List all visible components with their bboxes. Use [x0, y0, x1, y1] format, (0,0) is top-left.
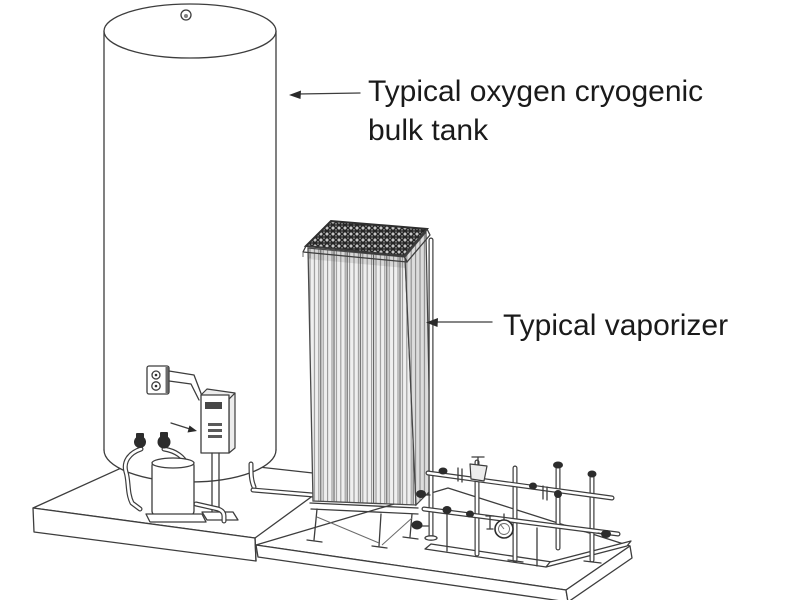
bulk-tank-label-line1: Typical oxygen cryogenic — [368, 75, 704, 108]
bulk-tank-label-line2: bulk tank — [368, 114, 489, 147]
vaporizer-label-arrow — [426, 318, 493, 327]
vaporizer-top-tubes — [302, 219, 431, 263]
bulk-tank-label: Typical oxygen cryogenic bulk tank — [368, 72, 703, 150]
regulator-assembly — [122, 432, 227, 524]
control-box — [200, 388, 239, 521]
control-box-arrow — [170, 422, 197, 433]
vaporizer — [302, 219, 438, 549]
vaporizer-legs — [306, 502, 419, 549]
pressure-gauge — [494, 513, 514, 539]
junction-box — [146, 365, 170, 395]
process-piping — [250, 487, 316, 498]
conduit-wires — [168, 370, 203, 401]
valve-manifold — [411, 456, 632, 568]
vaporizer-label: Typical vaporizer — [503, 309, 729, 342]
bulk-tank — [103, 3, 277, 490]
tank-relief-valve-icon — [180, 9, 192, 21]
tank-label-arrow — [289, 90, 361, 99]
